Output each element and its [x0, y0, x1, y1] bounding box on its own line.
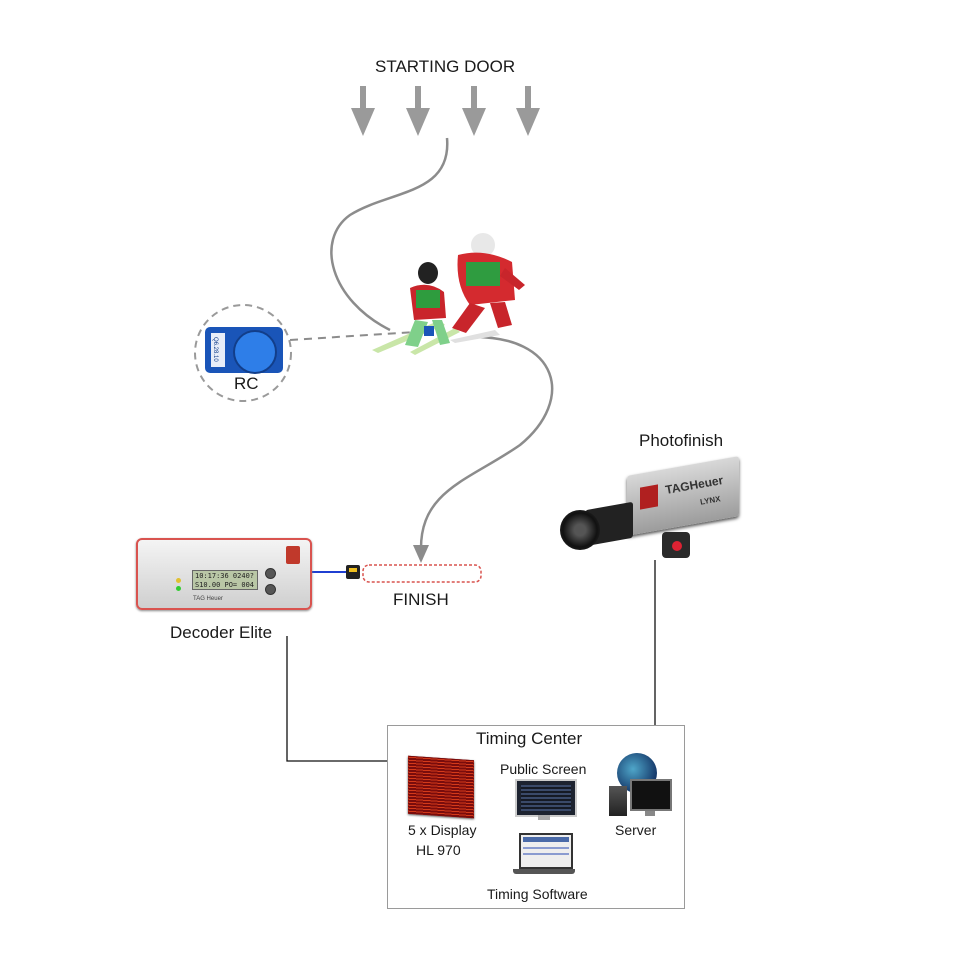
laptop-waveform	[523, 847, 569, 849]
decoder-label: Decoder Elite	[170, 623, 273, 642]
skiers-image	[372, 233, 525, 355]
arrow-down-icon	[406, 86, 430, 136]
laptop-titlebar	[523, 837, 569, 842]
monitor-screen	[521, 785, 571, 811]
display-label-2: HL 970	[416, 842, 461, 858]
decoder-button	[265, 568, 276, 579]
decoder-device-icon: 10:17:36 0240? S10.00 PO= 004 TAG Heuer	[136, 538, 312, 610]
rc-strip	[211, 333, 225, 367]
public-screen-label: Public Screen	[500, 761, 587, 777]
decoder-button	[265, 584, 276, 595]
photofinish-label: Photofinish	[639, 431, 724, 450]
monitor-icon	[515, 779, 577, 817]
monitor-stand	[538, 815, 550, 820]
decoder-lcd: 10:17:36 0240? S10.00 PO= 004	[192, 570, 258, 590]
software-label: Timing Software	[487, 886, 588, 902]
start-arrows	[351, 86, 540, 136]
rc-device-code: Q6.28.10	[212, 337, 218, 362]
camera-mount-knob	[672, 541, 682, 551]
finish-line	[362, 564, 482, 583]
timing-center-title: Timing Center	[476, 729, 583, 748]
server-monitor	[630, 779, 672, 811]
rc-transponder-icon: Q6.28.10	[205, 327, 283, 374]
decoder-brand: TAG Heuer	[193, 596, 223, 602]
led-display-icon	[408, 755, 474, 819]
decoder-lcd-line1: 10:17:36 0240?	[195, 572, 255, 580]
course-path-lower	[419, 335, 554, 551]
rc-circle	[194, 304, 292, 402]
decoder-to-timing-line	[286, 636, 388, 762]
camera-lens	[560, 510, 600, 550]
arrow-down-icon	[516, 86, 540, 136]
decoder-lcd-line2: S10.00 PO= 004	[195, 581, 255, 589]
server-label: Server	[615, 822, 657, 838]
display-label-1: 5 x Display	[408, 822, 477, 838]
arrow-down-icon	[462, 86, 486, 136]
laptop-screen	[519, 833, 573, 869]
camera-badge-icon	[640, 484, 658, 510]
decoder-led	[176, 578, 181, 583]
laptop-base	[513, 869, 575, 874]
decoder-led	[176, 586, 181, 591]
rc-dial	[233, 330, 277, 374]
course-path-upper	[330, 137, 449, 332]
starting-door-label: STARTING DOOR	[375, 57, 516, 76]
finish-arrow-icon	[413, 545, 429, 563]
laptop-waveform	[523, 853, 569, 855]
finish-label: FINISH	[393, 590, 449, 609]
rc-link	[289, 331, 416, 341]
server-monitor-stand	[645, 811, 655, 816]
decoder-badge-icon	[286, 546, 300, 564]
server-tower	[609, 786, 627, 816]
rc-label: RC	[234, 374, 259, 393]
arrow-down-icon	[351, 86, 375, 136]
